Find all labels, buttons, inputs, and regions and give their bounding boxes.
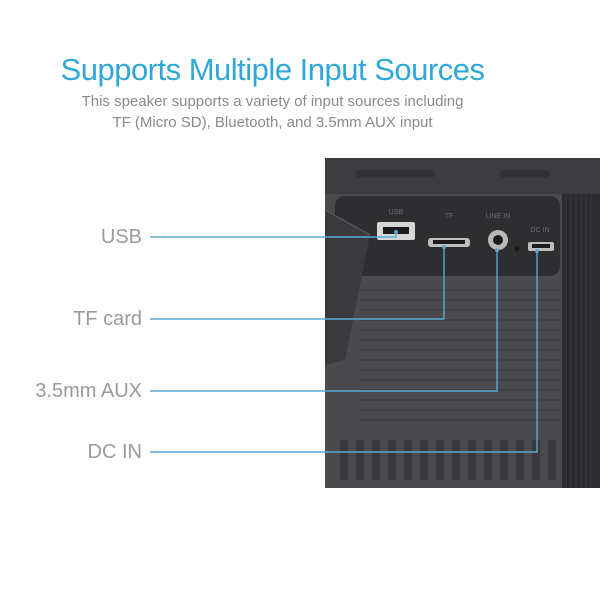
callout-dc-in: DC IN (87, 441, 142, 463)
leader-line-tf (150, 247, 445, 320)
subtitle-line-2: TF (Micro SD), Bluetooth, and 3.5mm AUX … (112, 114, 433, 131)
panel-label-usb: USB (389, 209, 404, 216)
vent-slots (340, 440, 556, 480)
callout-aux: 3.5mm AUX (35, 380, 142, 402)
callout-usb: USB (100, 226, 142, 248)
leader-line-dc-in (150, 251, 538, 453)
indicator-led (514, 246, 520, 252)
body-ribs (360, 289, 560, 421)
port-panel (335, 196, 560, 276)
page-title: Supports Multiple Input Sources (60, 52, 485, 87)
leader-line-aux (150, 250, 498, 392)
subtitle-line-1: This speaker supports a variety of input… (81, 93, 464, 110)
panel-label-line-in: LINE IN (486, 213, 511, 220)
panel-label-dc-in: DC IN (530, 227, 549, 234)
callout-tf-card: TF card (73, 308, 142, 330)
port-cover-flap (325, 210, 370, 365)
panel-label-tf: TF (445, 213, 454, 220)
